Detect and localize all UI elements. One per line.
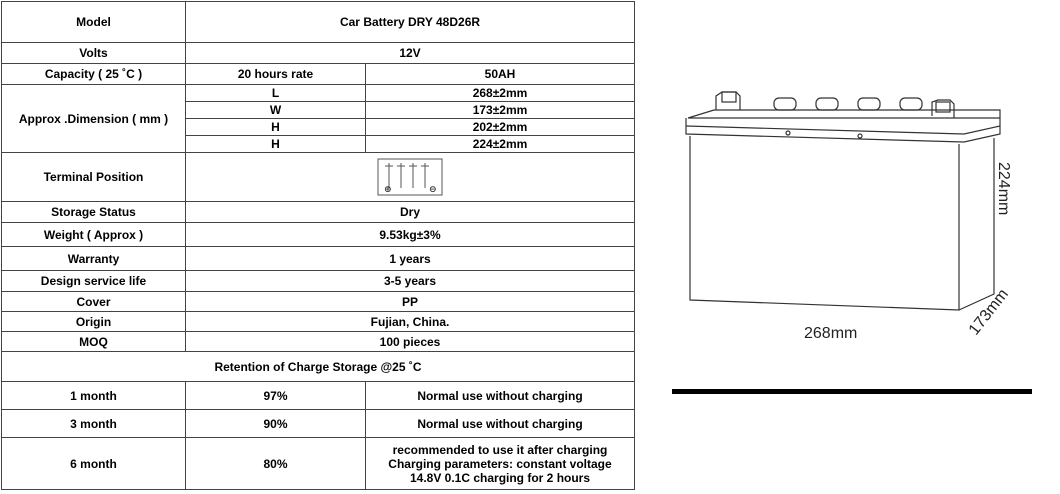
dimension-value: 202±2mm <box>365 118 635 136</box>
row-value: Fujian, China. <box>185 311 635 332</box>
separator-line <box>672 389 1032 394</box>
terminal-post-right <box>931 99 955 118</box>
model-label: Model <box>1 1 186 43</box>
battery-lid-front <box>685 118 1001 143</box>
retention-period: 6 month <box>1 437 186 490</box>
retention-percent: 80% <box>185 437 366 490</box>
retention-row: 3 month 90% Normal use without charging <box>1 409 635 438</box>
vent-dot <box>857 133 863 139</box>
retention-note-multiline: recommended to use it after charging Cha… <box>365 437 635 490</box>
terminal-position-diagram: ⊕ ⊖ <box>377 158 443 196</box>
row-label: Weight ( Approx ) <box>1 222 186 247</box>
battery-body-front <box>689 136 960 311</box>
length-dimension-label: 268mm <box>804 325 857 342</box>
retention-percent: 90% <box>185 409 366 438</box>
dimension-axis: W <box>185 101 366 119</box>
row-label: Storage Status <box>1 201 186 223</box>
row-label: MOQ <box>1 331 186 352</box>
retention-note-line: Charging parameters: constant voltage <box>388 456 612 471</box>
battery-line-drawing: 268mm 224mm 173mm <box>685 91 1012 342</box>
retention-period: 3 month <box>1 409 186 438</box>
table-row: Warranty 1 years <box>1 246 635 271</box>
retention-note-line: recommended to use it after charging <box>392 442 608 457</box>
volts-label: Volts <box>1 42 186 64</box>
spec-table: Model Car Battery DRY 48D26R Volts 12V C… <box>1 1 635 490</box>
cell-cap <box>773 97 797 111</box>
terminal-box-outline <box>377 158 443 196</box>
retention-percent: 97% <box>185 381 366 410</box>
row-retention-title: Retention of Charge Storage @25 ˚C <box>1 351 635 382</box>
volts-value: 12V <box>185 42 635 64</box>
model-value: Car Battery DRY 48D26R <box>185 1 635 43</box>
battery-lid-top <box>687 109 1001 119</box>
cell-cap <box>857 97 881 111</box>
retention-note: Normal use without charging <box>365 381 635 410</box>
dimension-axis: H <box>185 135 366 153</box>
retention-period: 1 month <box>1 381 186 410</box>
row-label: Design service life <box>1 270 186 292</box>
row-value: Dry <box>185 201 635 223</box>
retention-note: Normal use without charging <box>365 409 635 438</box>
row-dimension: H 202±2mm <box>2 118 635 136</box>
negative-terminal-icon: ⊖ <box>429 185 437 195</box>
row-label: Cover <box>1 291 186 312</box>
row-label: Warranty <box>1 246 186 271</box>
table-row: Cover PP <box>1 291 635 312</box>
capacity-rate: 20 hours rate <box>185 63 366 85</box>
cell-cap <box>899 97 923 111</box>
row-volts: Volts 12V <box>1 42 635 64</box>
cell-cap <box>815 97 839 111</box>
row-value: 9.53kg±3% <box>185 222 635 247</box>
terminal-label: Terminal Position <box>1 152 186 202</box>
vent-dot <box>785 130 791 136</box>
dimension-value: 224±2mm <box>365 135 635 153</box>
row-value: 1 years <box>185 246 635 271</box>
table-row: Design service life 3-5 years <box>1 270 635 292</box>
retention-row: 6 month 80% recommended to use it after … <box>1 437 635 490</box>
row-value: 3-5 years <box>185 270 635 292</box>
retention-row: 1 month 97% Normal use without charging <box>1 381 635 410</box>
terminal-post-right-cap <box>935 101 951 113</box>
height-dimension-label: 224mm <box>995 162 1012 215</box>
table-row: Origin Fujian, China. <box>1 311 635 332</box>
table-row: Weight ( Approx ) 9.53kg±3% <box>1 222 635 247</box>
capacity-label: Capacity ( 25 ˚C ) <box>1 63 186 85</box>
row-capacity: Capacity ( 25 ˚C ) 20 hours rate 50AH <box>1 63 635 85</box>
battery-body-side <box>958 138 995 311</box>
table-row: Storage Status Dry <box>1 201 635 223</box>
row-label: Origin <box>1 311 186 332</box>
positive-terminal-icon: ⊕ <box>384 185 392 195</box>
dimension-value: 173±2mm <box>365 101 635 119</box>
dimension-axis: H <box>185 118 366 136</box>
battery-lid-line <box>685 125 1001 135</box>
row-model: Model Car Battery DRY 48D26R <box>1 1 635 43</box>
dimension-axis: L <box>185 84 366 102</box>
dimension-label: Approx .Dimension ( mm ) <box>1 84 186 153</box>
table-row: MOQ 100 pieces <box>1 331 635 352</box>
terminal-post-left-cap <box>721 91 737 103</box>
row-terminal: Terminal Position ⊕ ⊖ <box>1 152 635 202</box>
terminal-diagram-cell: ⊕ ⊖ <box>185 152 635 202</box>
capacity-value: 50AH <box>365 63 635 85</box>
dimension-value: 268±2mm <box>365 84 635 102</box>
row-dimension: Approx .Dimension ( mm ) L 268±2mm <box>1 84 635 153</box>
row-value: PP <box>185 291 635 312</box>
row-value: 100 pieces <box>185 331 635 352</box>
width-dimension-label: 173mm <box>966 286 1012 339</box>
retention-note-line: 14.8V 0.1C charging for 2 hours <box>409 470 591 485</box>
retention-title: Retention of Charge Storage @25 ˚C <box>1 351 635 382</box>
